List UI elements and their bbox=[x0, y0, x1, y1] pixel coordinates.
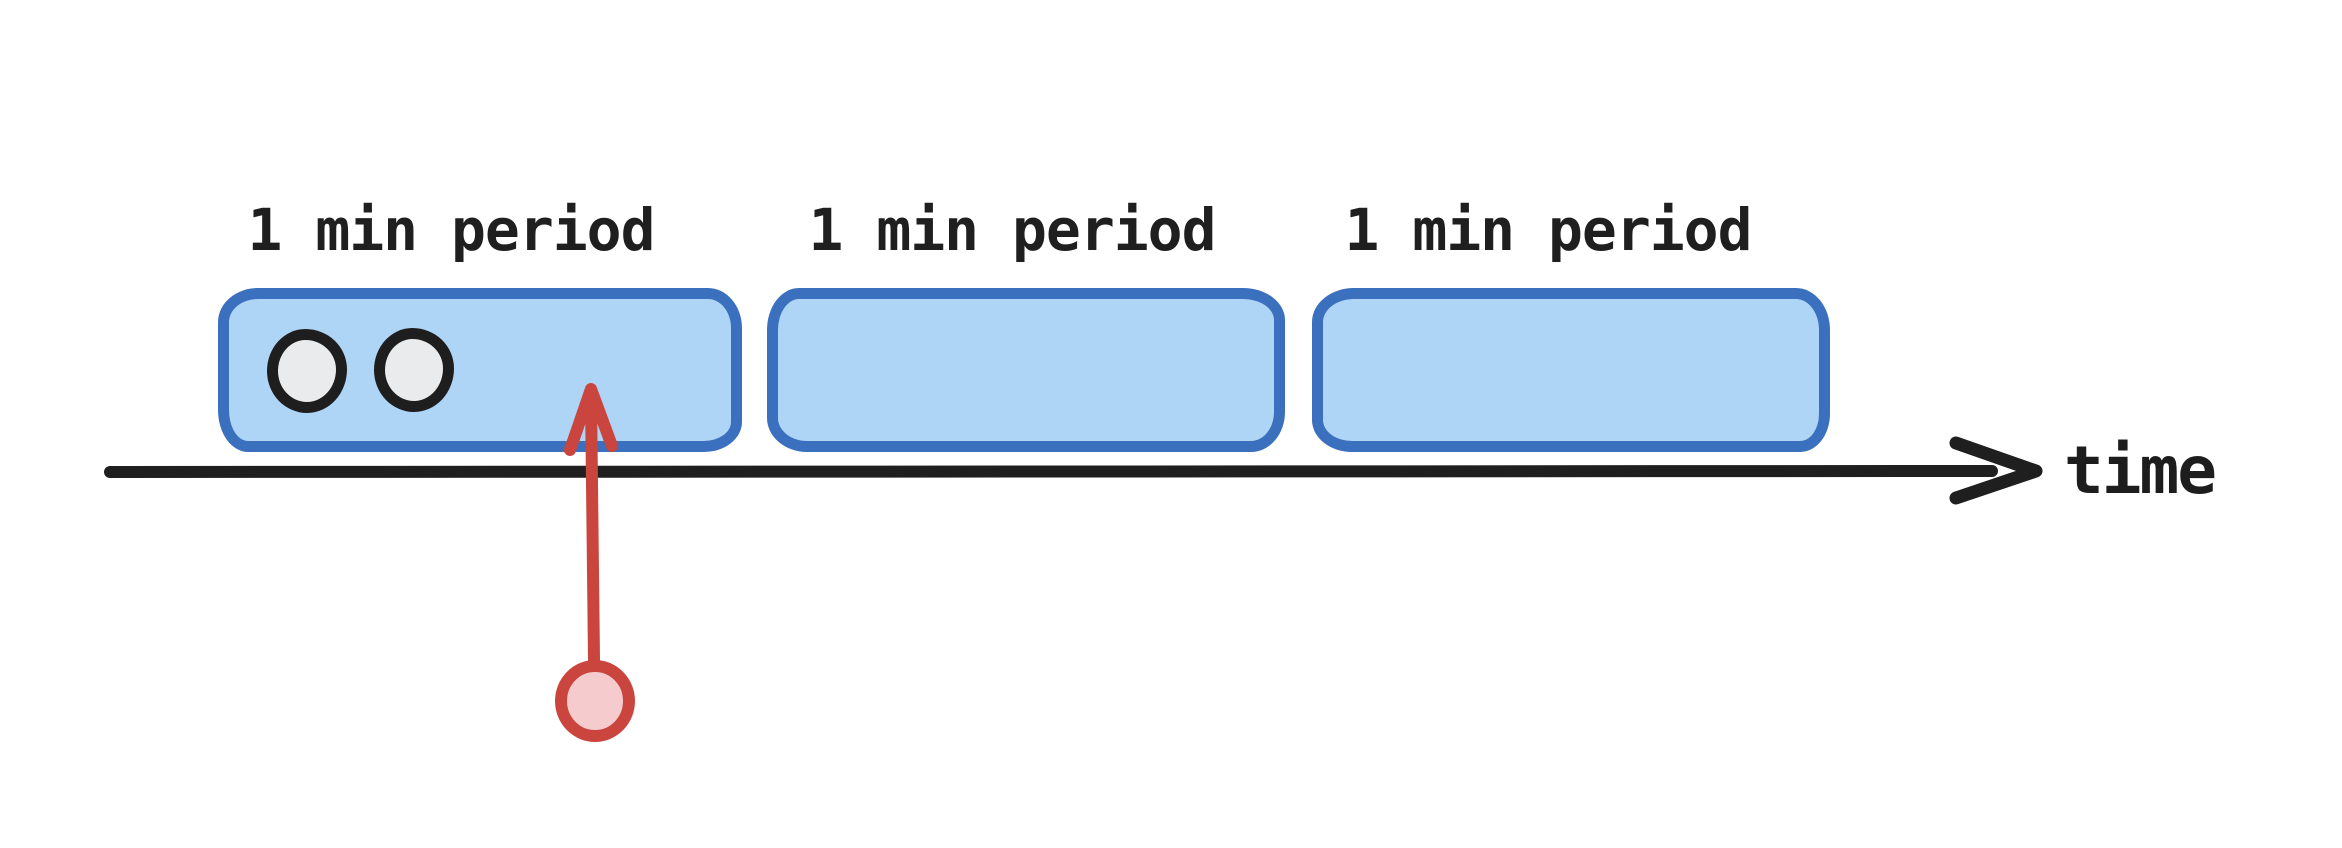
time-axis-arrowhead-icon bbox=[1949, 436, 2043, 505]
period-3-box bbox=[1312, 288, 1830, 452]
period-1-box bbox=[218, 288, 742, 452]
time-axis-line bbox=[104, 465, 1998, 478]
period-3-label: 1 min period bbox=[1344, 196, 1752, 264]
request-marker-circle-icon bbox=[555, 660, 635, 742]
time-axis-label: time bbox=[2064, 432, 2217, 509]
request-arrow-shaft bbox=[585, 390, 600, 666]
request-arrow-head-icon bbox=[564, 383, 618, 456]
period-1-label: 1 min period bbox=[247, 196, 655, 264]
period-2-label: 1 min period bbox=[808, 196, 1216, 264]
time-axis bbox=[104, 436, 2043, 505]
request-marker bbox=[555, 383, 635, 742]
period-2-box bbox=[767, 288, 1285, 452]
request-token-icon bbox=[267, 329, 347, 413]
request-token-icon bbox=[374, 328, 454, 412]
